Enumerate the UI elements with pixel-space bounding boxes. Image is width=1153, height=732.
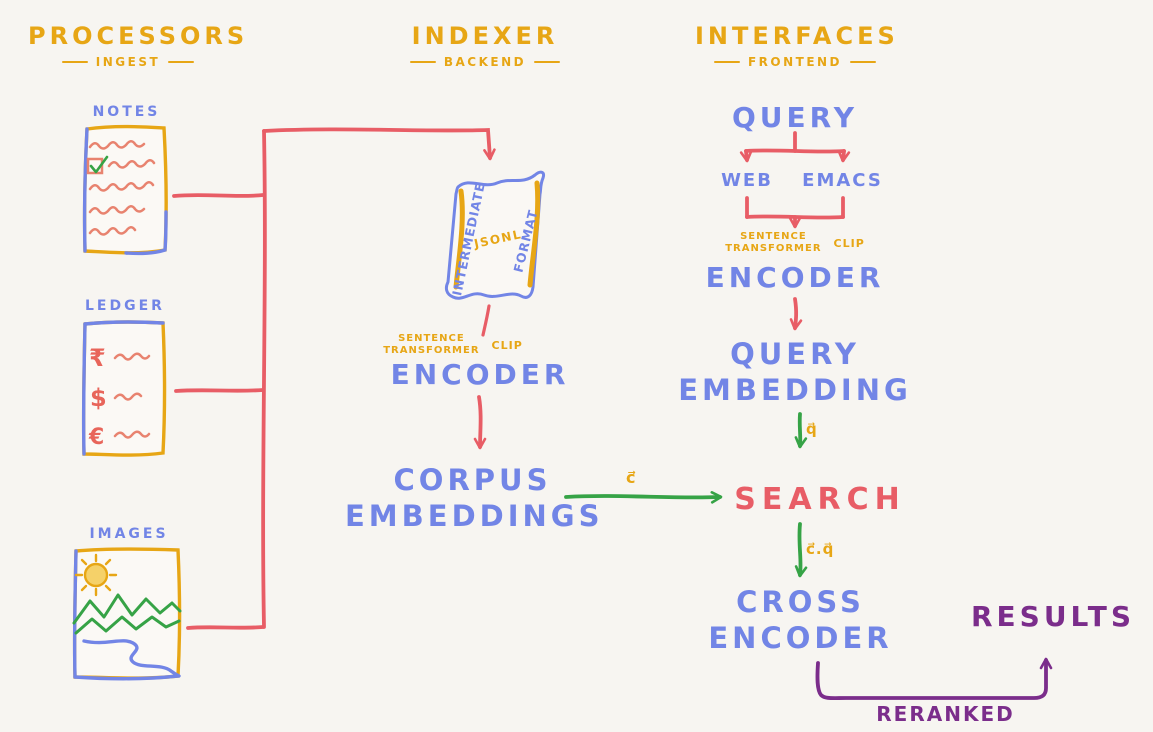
notes-thumbnail-icon — [82, 124, 168, 256]
edge-trunk-to-scroll — [262, 127, 496, 161]
edge-corpus-to-search — [564, 491, 723, 504]
edge-encoder-to-query-embedding — [789, 297, 803, 331]
corpus-embeddings-line2: EMBEDDINGS — [345, 499, 604, 533]
similarity-label: c⃗.q⃗ — [806, 540, 835, 558]
interfaces-model-name: SENTENCE TRANSFORMER — [725, 231, 821, 255]
sun-icon — [74, 553, 118, 597]
scroll-icon: INTERMEDIATE JSONL FORMAT — [444, 170, 545, 300]
indexer-encoder: ENCODER — [390, 358, 570, 391]
web-node: WEB — [721, 170, 773, 191]
notes-label: NOTES — [92, 104, 161, 120]
currency-dollar-icon: $ — [90, 384, 107, 412]
edge-query-split-bar — [744, 148, 846, 154]
currency-euro-icon: € — [88, 425, 104, 450]
indexer-model-alt: CLIP — [491, 338, 523, 352]
indexer-model-line2: TRANSFORMER — [383, 345, 480, 356]
images-card — [66, 543, 188, 685]
checkmark-icon — [89, 155, 109, 174]
interfaces-encoder: ENCODER — [705, 261, 885, 294]
edge-arrow-to-emacs — [837, 149, 851, 163]
processors-column-title: PROCESSORS — [28, 22, 249, 50]
edge-scroll-to-model — [481, 304, 491, 337]
results-node: RESULTS — [970, 600, 1136, 633]
query-embedding-line2: EMBEDDING — [678, 373, 912, 407]
corpus-embeddings: CORPUS EMBEDDINGS — [345, 462, 600, 534]
edge-cross-encoder-to-results — [815, 657, 1053, 701]
search-node: SEARCH — [734, 482, 906, 517]
images-label: IMAGES — [89, 526, 169, 542]
cross-encoder-line2: ENCODER — [708, 621, 893, 655]
interfaces-column-subtitle: FRONTEND — [695, 55, 895, 69]
reranked-label: RERANKED — [876, 702, 1015, 726]
indexer-column-title: INDEXER — [411, 22, 559, 50]
edge-trunk-vertical — [261, 129, 267, 629]
images-thumbnail-icon — [72, 547, 182, 681]
jsonl-scroll: INTERMEDIATE JSONL FORMAT — [425, 161, 570, 316]
edge-notes-to-trunk — [172, 193, 265, 198]
interfaces-column-title: INTERFACES — [695, 22, 899, 50]
edge-query-embedding-to-search — [794, 412, 808, 449]
processors-subtitle-text: INGEST — [95, 55, 161, 69]
query-embedding: QUERY EMBEDDING — [675, 336, 915, 408]
query-embedding-line1: QUERY — [730, 337, 860, 371]
interfaces-model-alt: CLIP — [833, 236, 865, 250]
processors-column-subtitle: INGEST — [28, 55, 228, 69]
river-icon — [82, 639, 181, 678]
currency-rupee-icon: ₹ — [89, 344, 106, 372]
corpus-embeddings-line1: CORPUS — [393, 463, 552, 497]
edge-search-to-cross-encoder — [794, 522, 808, 578]
interfaces-subtitle-text: FRONTEND — [747, 55, 843, 69]
ledger-label: LEDGER — [85, 298, 165, 314]
edge-images-to-trunk — [186, 625, 265, 630]
indexer-model-line1: SENTENCE — [398, 333, 465, 344]
ledger-thumbnail-icon: ₹ $ € — [81, 320, 167, 457]
notes-card — [76, 120, 173, 259]
query-node: QUERY — [732, 101, 858, 134]
indexer-model-labels: SENTENCE TRANSFORMER CLIP — [378, 333, 528, 357]
edge-encoder-to-corpus — [473, 395, 487, 450]
indexer-model-name: SENTENCE TRANSFORMER — [383, 333, 479, 357]
interfaces-model-labels: SENTENCE TRANSFORMER CLIP — [700, 231, 890, 255]
cross-encoder-line1: CROSS — [736, 585, 865, 619]
interfaces-model-line1: SENTENCE — [740, 231, 807, 242]
edge-arrow-to-web — [739, 149, 753, 163]
ledger-card: ₹ $ € — [75, 316, 173, 462]
edge-ledger-to-trunk — [174, 388, 265, 393]
corpus-vector-label: c⃗ — [626, 468, 637, 487]
mountains-icon — [72, 593, 182, 635]
indexer-subtitle-text: BACKEND — [443, 55, 527, 69]
interfaces-model-line2: TRANSFORMER — [725, 243, 822, 254]
indexer-column-subtitle: BACKEND — [395, 55, 575, 69]
cross-encoder: CROSS ENCODER — [688, 584, 913, 656]
query-vector-label: q⃗ — [806, 420, 818, 438]
emacs-node: EMACS — [802, 170, 883, 191]
